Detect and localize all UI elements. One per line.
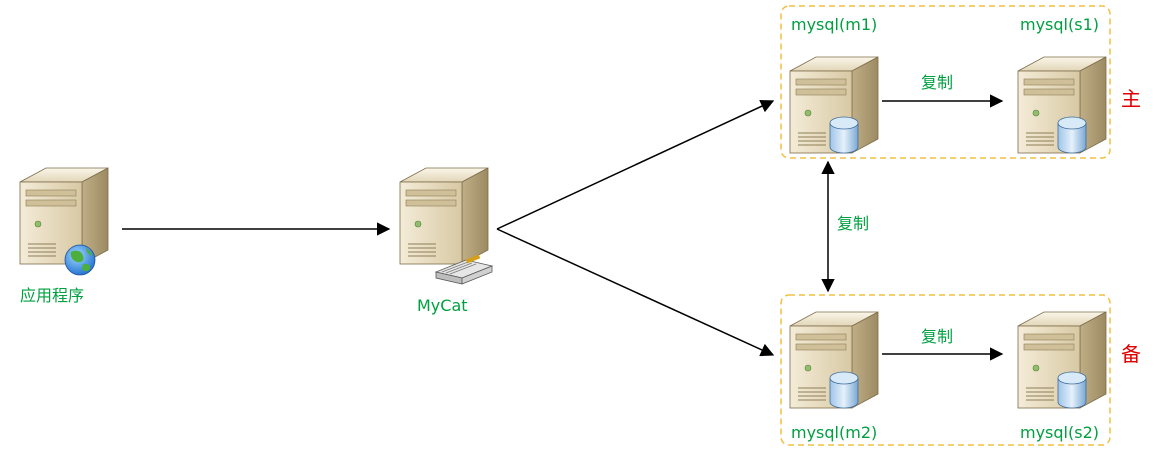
arrow-mycat-to-m1 — [496, 99, 775, 230]
m2-server-icon — [789, 311, 879, 409]
standby-group-label: 备 — [1121, 342, 1141, 366]
primary-group-label: 主 — [1121, 87, 1141, 111]
m2-label: mysql(m2) — [791, 423, 878, 442]
replicate-middle-label: 复制 — [837, 214, 870, 233]
m1-label: mysql(m1) — [791, 15, 878, 34]
s2-label: mysql(s2) — [1020, 423, 1099, 442]
mycat-label: MyCat — [417, 296, 468, 315]
replicate-top-label: 复制 — [921, 73, 954, 92]
s1-label: mysql(s1) — [1020, 15, 1099, 34]
arrow-mycat-to-m2 — [496, 228, 775, 357]
app-label: 应用程序 — [20, 286, 85, 305]
standby-group-box — [780, 294, 1111, 446]
app-server-icon — [19, 167, 109, 276]
replicate-bottom-label: 复制 — [921, 327, 954, 346]
s2-server-icon — [1017, 311, 1107, 409]
s1-server-icon — [1017, 56, 1107, 154]
mycat-server-icon — [399, 167, 493, 285]
primary-group-box — [780, 5, 1111, 159]
m1-server-icon — [789, 56, 879, 154]
